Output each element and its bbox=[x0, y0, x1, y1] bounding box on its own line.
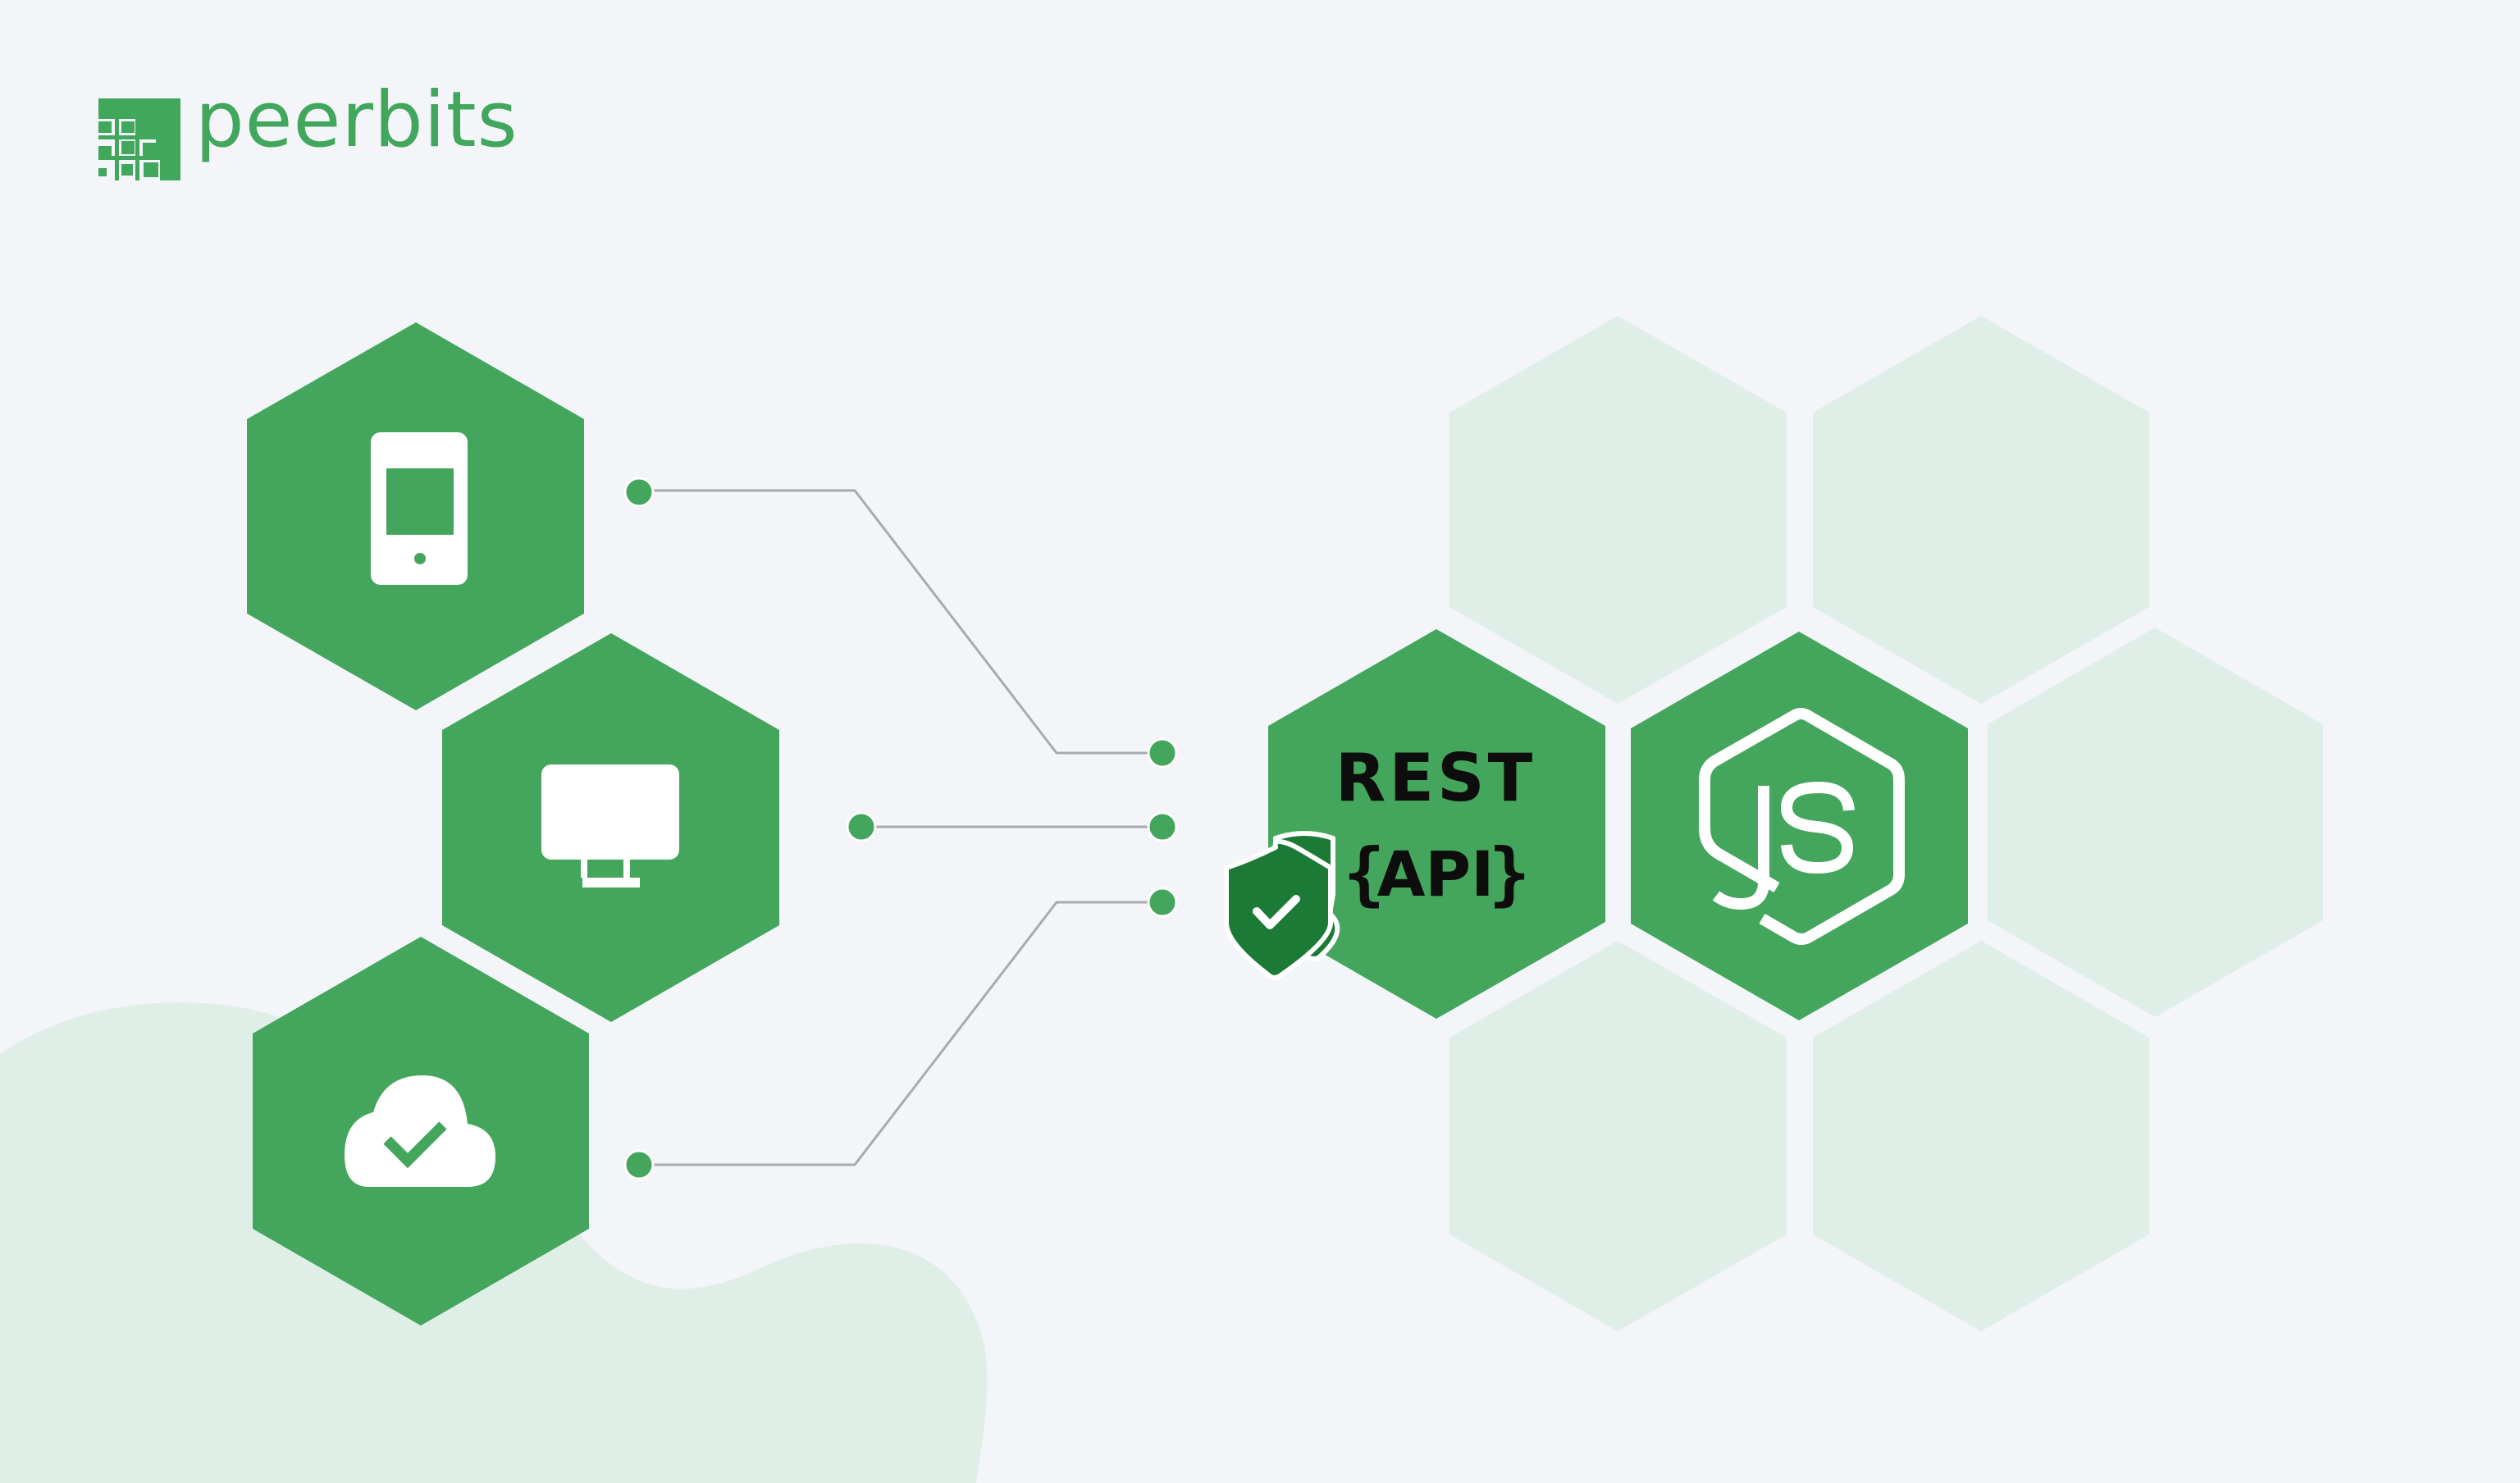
tablet-icon bbox=[371, 432, 468, 585]
connector-dots bbox=[623, 477, 1178, 1180]
shield-check-icon bbox=[1224, 831, 1340, 980]
pale-hexagon bbox=[1813, 941, 2149, 1331]
api-hexagon bbox=[1268, 629, 1605, 1019]
stairs-squares-logo-icon bbox=[98, 98, 180, 180]
connector-dot bbox=[623, 1149, 655, 1180]
pale-hexagon bbox=[1449, 316, 1787, 704]
cloud-check-icon bbox=[345, 1075, 495, 1187]
rest-label: REST bbox=[1335, 740, 1536, 816]
pale-hexagon bbox=[1988, 627, 2323, 1017]
connector-dot bbox=[623, 477, 655, 508]
monitor-icon bbox=[541, 764, 679, 888]
connector-dot bbox=[846, 811, 877, 842]
connector-dot bbox=[1147, 811, 1178, 842]
api-label: API bbox=[1377, 837, 1495, 910]
connector-mobile-to-api bbox=[640, 489, 1162, 755]
pale-hexagon bbox=[1813, 316, 2149, 704]
connector-dot bbox=[1147, 737, 1178, 769]
client-cloud-node bbox=[253, 937, 589, 1326]
api-brace-open: { bbox=[1344, 833, 1386, 914]
client-mobile-node bbox=[247, 322, 584, 710]
rest-api-node: REST { API } bbox=[1268, 629, 1605, 1019]
client-desktop-node bbox=[442, 633, 779, 1022]
connectors bbox=[640, 489, 1162, 1166]
connector-cloud-to-api bbox=[640, 901, 1162, 1166]
nodejs-icon bbox=[1699, 708, 1905, 945]
brand-name: peerbits bbox=[195, 75, 518, 165]
background-honeycomb bbox=[1449, 316, 2323, 1331]
pale-hexagon bbox=[1449, 941, 1787, 1331]
connector-dot bbox=[1147, 887, 1178, 918]
nodejs-node bbox=[1631, 632, 1968, 1020]
api-brace-close: } bbox=[1489, 833, 1531, 914]
